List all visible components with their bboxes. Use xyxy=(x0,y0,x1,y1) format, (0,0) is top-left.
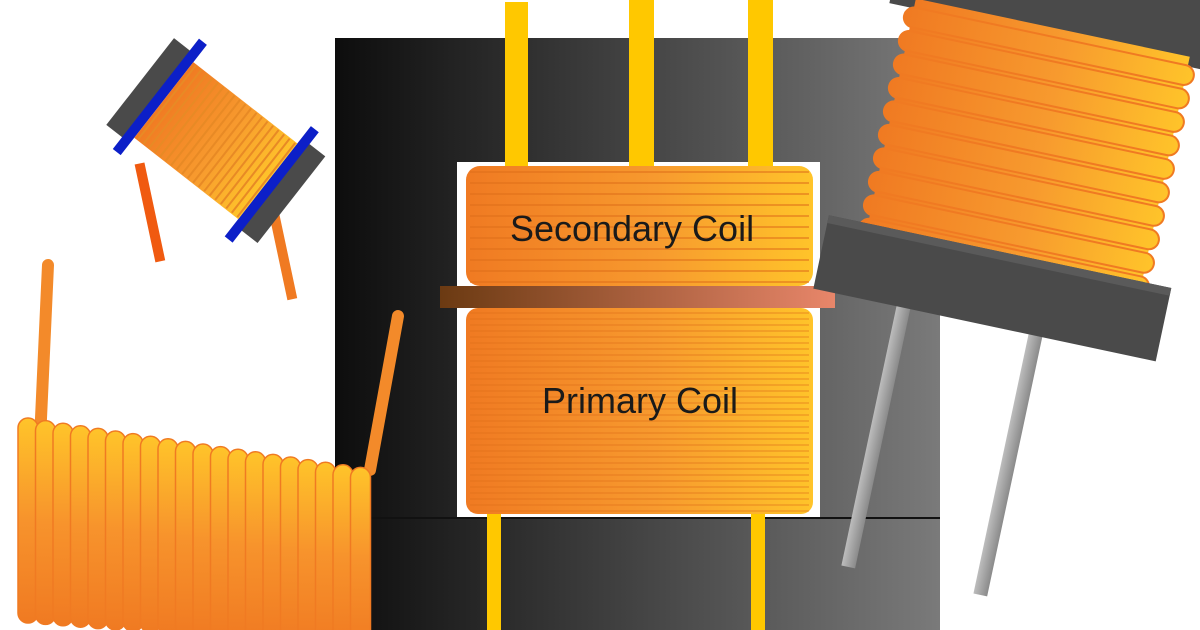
secondary-leads xyxy=(505,0,773,172)
winding-turn xyxy=(887,76,1180,157)
winding-turn xyxy=(872,147,1165,227)
bobbin-flange-left xyxy=(112,38,207,156)
primary-leads xyxy=(487,505,765,630)
inductor-bottom-cap xyxy=(813,215,1172,362)
spring-turn xyxy=(349,466,372,630)
winding-turn xyxy=(192,107,252,184)
winding-turn xyxy=(219,129,280,205)
winding-turn xyxy=(877,123,1170,204)
winding-turn xyxy=(137,64,197,141)
inductor-top-cap xyxy=(889,0,1200,72)
winding-turn xyxy=(230,138,291,214)
coil-separator xyxy=(440,286,835,308)
winding-turn xyxy=(882,100,1175,180)
primary-coil: Primary Coil xyxy=(466,308,813,514)
winding-turn xyxy=(214,125,274,201)
winding-turn xyxy=(159,82,219,158)
winding-turn xyxy=(186,103,247,179)
primary-coil-turns xyxy=(470,312,809,512)
winding-turn xyxy=(862,194,1155,274)
winding-turn xyxy=(902,6,1195,86)
bobbin-flange-right xyxy=(224,126,319,243)
inductor-pin-right xyxy=(973,260,1058,597)
winding-turn xyxy=(181,99,241,175)
winding-turn xyxy=(892,53,1185,133)
winding-turn xyxy=(170,90,230,166)
winding-turn xyxy=(153,77,214,154)
secondary-coil: Secondary Coil xyxy=(466,166,813,286)
winding-turn xyxy=(225,133,285,210)
inductor-pin-left xyxy=(841,232,926,569)
winding-turn xyxy=(208,120,269,197)
air-core-coil xyxy=(17,259,404,630)
winding-turn xyxy=(867,170,1160,251)
secondary-coil-label: Secondary Coil xyxy=(510,208,754,249)
bobbin-windings xyxy=(137,64,296,218)
winding-turn xyxy=(148,73,208,149)
secondary-coil-turns xyxy=(470,171,809,283)
air-core-coil-turns xyxy=(17,417,372,630)
winding-turn xyxy=(164,86,225,162)
radial-inductor xyxy=(813,0,1200,597)
winding-turn xyxy=(897,30,1190,110)
winding-turn xyxy=(142,69,203,145)
winding-turn xyxy=(236,142,296,218)
winding-turn xyxy=(203,116,263,192)
bobbin-coil xyxy=(106,38,326,301)
winding-turn xyxy=(175,94,236,171)
winding-turn xyxy=(197,112,258,188)
primary-coil-label: Primary Coil xyxy=(542,380,738,421)
